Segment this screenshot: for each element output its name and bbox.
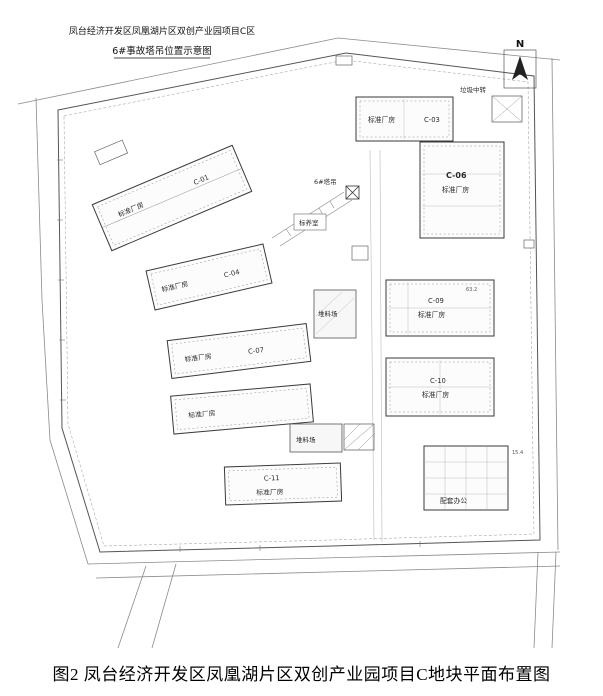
material-yard-lower: 堆料场 [289, 423, 343, 453]
small-structure [523, 239, 535, 249]
building-c03: 标准厂房 C-03 [355, 96, 454, 142]
north-arrow: N [503, 39, 537, 89]
office-dimension: 15.4 [512, 450, 523, 456]
building-c10-label: 标准厂房 [422, 390, 449, 399]
site-plan-figure: 凤台经济开发区凤凰湖片区双创产业园项目C区 6#事故塔吊位置示意图 N 垃圾中转 [17, 25, 561, 648]
building-c07: 标准厂房 C-07 [166, 323, 312, 379]
building-c03-outline [355, 96, 454, 142]
tower-crane-marker [345, 185, 360, 200]
building-c08-outline [170, 383, 314, 435]
north-arrow-glyph [512, 56, 528, 80]
building-c07-id: C-07 [248, 346, 265, 356]
road-line [95, 565, 561, 579]
building-c11-id: C-11 [264, 474, 280, 483]
tower-crane-label: 6#塔吊 [314, 177, 337, 186]
garbage-transfer-pad [491, 95, 523, 123]
building-c06-outline [419, 141, 505, 239]
building-c10-id: C-10 [430, 377, 446, 385]
small-structures [335, 55, 535, 261]
drawing-title-line1: 凤台经济开发区凤凰湖片区双创产业园项目C区 [69, 25, 255, 37]
hatched-area [343, 423, 375, 451]
building-c08-columns [174, 388, 310, 430]
small-structure [351, 245, 369, 261]
road-line [533, 551, 539, 648]
building-c08: 标准厂房 [170, 383, 314, 435]
material-yard-upper: 堆料场 [313, 289, 357, 339]
building-c11: C-11 标准厂房 [223, 462, 343, 506]
building-c06-id: C-06 [446, 171, 467, 180]
building-c06: C-06 标准厂房 [419, 141, 505, 239]
building-c09-dimension: 63.2 [466, 287, 477, 293]
site-plan-drawing: 凤台经济开发区凤凰湖片区双创产业园项目C区 6#事故塔吊位置示意图 N 垃圾中转 [17, 25, 561, 648]
building-c03-label: 标准厂房 [368, 115, 395, 124]
building-c10: C-10 标准厂房 [385, 357, 495, 417]
site-boundary [57, 52, 541, 553]
building-c04: 标准厂房 C-04 [145, 243, 273, 311]
building-c06-columns [423, 145, 501, 235]
building-c07-label: 标准厂房 [184, 351, 212, 363]
small-structure [335, 55, 353, 66]
building-c11-columns [228, 466, 338, 502]
north-label: N [516, 39, 524, 50]
office-building: 15.4 配套办公 [423, 445, 523, 511]
building-c09: 63.2 C-09 标准厂房 [385, 279, 495, 337]
road-line [35, 97, 89, 565]
building-c04-outline [145, 243, 273, 311]
building-c09-columns [389, 283, 491, 333]
caption-area: 图2 凤台经济开发区凤凰湖片区双创产业园项目C地块平面布置图 [0, 648, 603, 696]
building-c07-columns [171, 327, 307, 375]
small-structure-rotated [94, 139, 129, 166]
building-c03-columns [359, 100, 450, 138]
curing-room-label: 标养室 [299, 218, 319, 227]
building-c04-columns [150, 248, 268, 306]
building-c07-outline [166, 323, 312, 379]
office-building-grid [424, 446, 508, 510]
building-c11-outline [223, 462, 343, 506]
boundary-ticks [57, 159, 421, 552]
building-c06-label: 标准厂房 [442, 185, 469, 194]
road-line [551, 57, 559, 551]
building-c09-id: C-09 [428, 297, 444, 305]
building-c03-id: C-03 [424, 116, 440, 124]
building-c09-label: 标准厂房 [418, 310, 445, 319]
roads [17, 37, 561, 648]
road-line [87, 551, 561, 565]
building-c01: 标准厂房 C-01 [91, 144, 253, 252]
site-fence-line [63, 59, 535, 547]
road-line [551, 551, 557, 648]
curing-room: 标养室 [293, 213, 327, 231]
road-line [151, 563, 177, 648]
garbage-transfer-label: 垃圾中转 [460, 85, 487, 94]
internal-road [369, 149, 383, 543]
material-yard-lower-label: 堆料场 [296, 435, 316, 444]
material-yard-upper-label: 堆料场 [318, 309, 338, 318]
road-line [117, 565, 147, 648]
building-c11-label: 标准厂房 [256, 487, 284, 497]
building-c08-label: 标准厂房 [188, 408, 216, 419]
road-line [17, 37, 561, 105]
building-c04-id: C-04 [223, 268, 240, 279]
figure-caption: 图2 凤台经济开发区凤凰湖片区双创产业园项目C地块平面布置图 [52, 664, 551, 684]
office-label: 配套办公 [440, 496, 467, 505]
drawing-title-line2: 6#事故塔吊位置示意图 [112, 45, 212, 57]
